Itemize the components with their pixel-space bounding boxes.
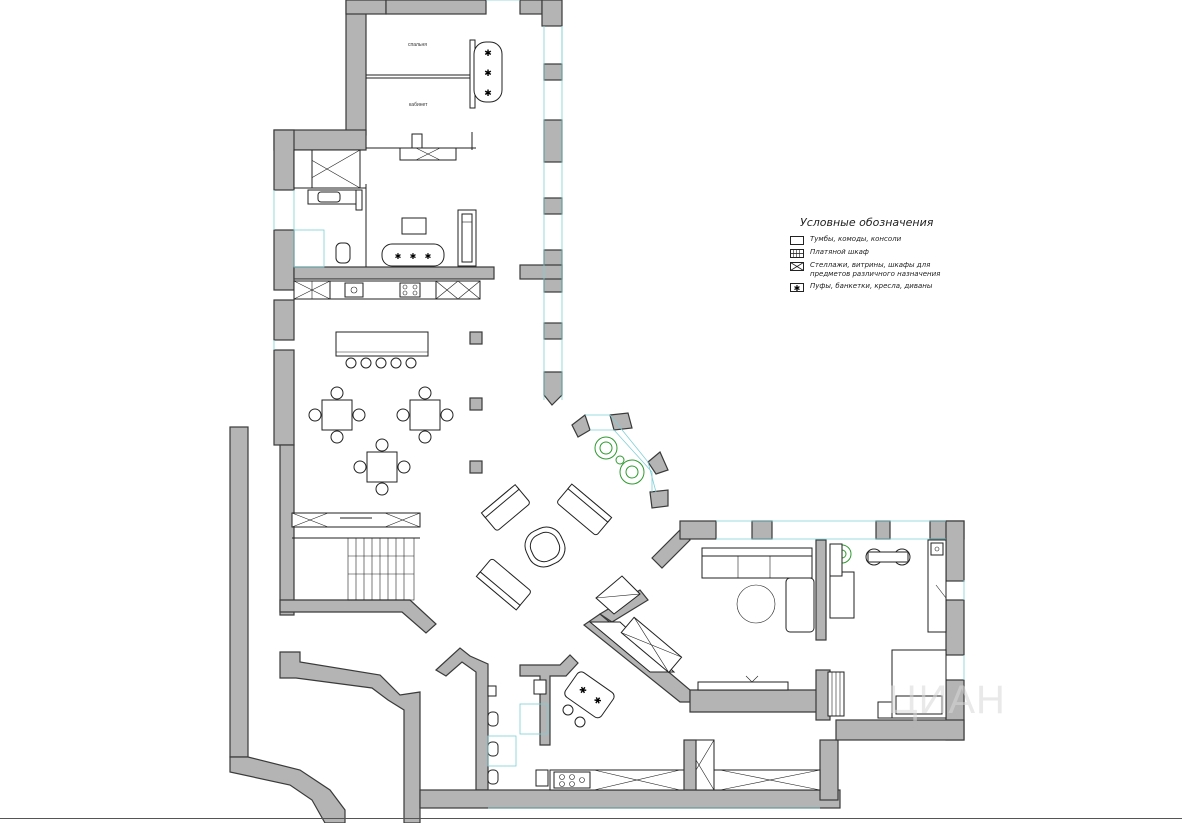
svg-text:✱: ✱ [425, 252, 432, 261]
legend-item-wardrobe: Платяной шкаф [790, 248, 970, 258]
svg-text:✱: ✱ [484, 49, 492, 59]
legend-item-cabinets: Тумбы, комоды, консоли [790, 235, 970, 245]
windows [273, 0, 965, 809]
svg-text:✱: ✱ [484, 89, 492, 99]
legend-title: Условные обозначения [800, 216, 934, 229]
wardrobe-icon [790, 249, 804, 258]
kitchen-dining [291, 280, 483, 601]
bottom-border [0, 818, 1182, 819]
legend-label: Пуфы, банкетки, кресла, диваны [810, 282, 933, 290]
cabinet-icon [790, 236, 804, 245]
legend-label: Тумбы, комоды, консоли [810, 235, 902, 243]
svg-text:✱: ✱ [576, 685, 588, 698]
legend-label: Стеллажи, витрины, шкафы для предметов р… [810, 261, 941, 278]
lounge [475, 483, 613, 611]
svg-text:✱: ✱ [794, 284, 801, 292]
svg-text:✱: ✱ [395, 252, 402, 261]
seating-icon: ✱ [790, 283, 804, 292]
legend-label: Платяной шкаф [810, 248, 869, 256]
watermark: ЦИАН [888, 678, 1006, 722]
svg-text:✱: ✱ [410, 252, 417, 261]
upper-rooms: ✱ ✱ ✱ ✱ ✱ ✱ [293, 39, 503, 268]
lower-area: ✱ ✱ [487, 671, 821, 791]
room-label-bedroom: спальня [408, 42, 427, 48]
svg-text:✱: ✱ [591, 695, 603, 708]
legend: Условные обозначения Тумбы, комоды, конс… [790, 216, 970, 295]
room-label-study: кабинет [409, 102, 428, 108]
walls [229, 0, 965, 823]
legend-item-shelving: Стеллажи, витрины, шкафы для предметов р… [790, 261, 970, 279]
svg-text:✱: ✱ [484, 69, 492, 79]
shelving-icon [790, 262, 804, 271]
legend-item-seating: ✱ Пуфы, банкетки, кресла, диваны [790, 282, 970, 292]
right-unit [588, 539, 947, 719]
plants [594, 436, 852, 564]
